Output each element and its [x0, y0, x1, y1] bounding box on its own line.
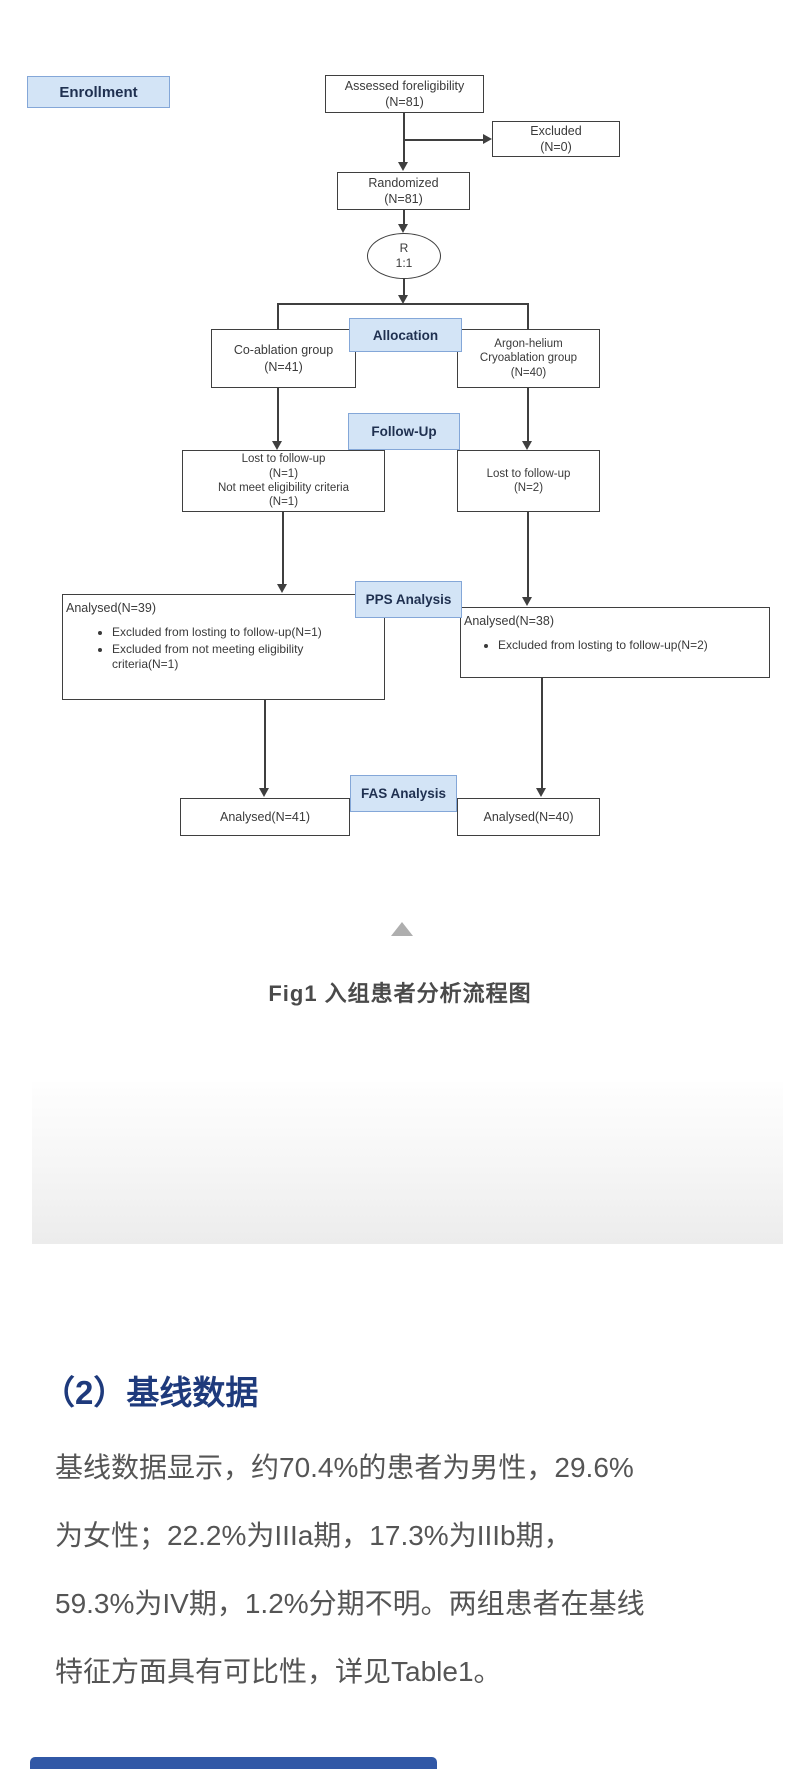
arrowhead-down-icon [277, 584, 287, 593]
node-lost-followup-right: Lost to follow-up (N=2) [457, 450, 600, 512]
stage-fas-analysis: FAS Analysis [350, 775, 457, 812]
paragraph-line: 特征方面具有可比性，详见Table1。 [55, 1656, 502, 1687]
node-fas-analysed-left: Analysed(N=41) [180, 798, 350, 836]
node-text-line: Analysed(N=40) [483, 809, 574, 824]
paragraph-line: 为女性；22.2%为IIIa期，17.3%为IIIb期， [55, 1520, 572, 1551]
arrowhead-down-icon [398, 162, 408, 171]
arrowhead-down-icon [398, 295, 408, 304]
node-text-line: (N=2) [513, 482, 544, 494]
connector-lost-to-pps-left [282, 512, 284, 586]
connector-pps-to-fas-right [541, 678, 543, 790]
node-argon-helium-group: Argon-helium Cryoablation group (N=40) [457, 329, 600, 388]
node-text-line: (N=0) [540, 140, 572, 154]
analysed-title: Analysed(N=39) [66, 601, 156, 615]
arrowhead-down-icon [522, 597, 532, 606]
exclusion-bullet: Excluded from losting to follow-up(N=1) [112, 625, 342, 641]
node-co-ablation-group: Co-ablation group (N=41) [211, 329, 356, 388]
node-fas-analysed-right: Analysed(N=40) [457, 798, 600, 836]
node-text-line: Analysed(N=41) [220, 809, 310, 824]
node-text-line: (N=81) [384, 192, 423, 206]
next-section-header-edge [30, 1757, 437, 1769]
stage-follow-up: Follow-Up [348, 413, 460, 450]
arrowhead-down-icon [536, 788, 546, 797]
branch-line [277, 303, 529, 305]
figure-caption: Fig1 入组患者分析流程图 [268, 981, 532, 1006]
connector-ratio-to-branch [403, 279, 405, 297]
node-text-line: Co-ablation group [233, 343, 334, 358]
node-text-line: Argon-helium [494, 337, 563, 350]
exclusion-bullet: Excluded from losting to follow-up(N=2) [498, 638, 708, 654]
stage-enrollment: Enrollment [27, 76, 170, 108]
analysed-title: Analysed(N=38) [464, 614, 554, 628]
arrowhead-down-icon [272, 441, 282, 450]
paragraph-line: 59.3%为IV期，1.2%分期不明。两组患者在基线 [55, 1588, 645, 1619]
node-text-line: (N=1) [268, 467, 299, 480]
connector-lost-to-pps-right [527, 512, 529, 599]
arrowhead-down-icon [259, 788, 269, 797]
node-randomized: Randomized (N=81) [337, 172, 470, 210]
node-text-line: Cryoablation group [479, 352, 578, 365]
connector-group-to-lost-left [277, 388, 279, 442]
branch-drop-left [277, 303, 279, 330]
arrowhead-right-icon [483, 134, 492, 144]
collapsed-section-placeholder [32, 1082, 783, 1244]
connector-pps-to-fas-left [264, 700, 266, 790]
node-assessed-eligibility: Assessed foreligibility (N=81) [325, 75, 484, 113]
connector-group-to-lost-right [527, 388, 529, 442]
node-excluded: Excluded (N=0) [492, 121, 620, 157]
node-text-line: (N=81) [385, 95, 424, 109]
body-paragraph: 基线数据显示，约70.4%的患者为男性，29.6% 为女性；22.2%为IIIa… [55, 1434, 645, 1706]
node-text-line: R [399, 241, 409, 255]
section-heading: （2）基线数据 [42, 1374, 259, 1411]
exclusion-bullet: Excluded from not meeting eligibility cr… [112, 642, 342, 673]
connector-to-excluded [404, 139, 484, 141]
node-text-line: Lost to follow-up [241, 453, 326, 466]
node-lost-followup-left: Lost to follow-up (N=1) Not meet eligibi… [182, 450, 385, 512]
node-text-line: Lost to follow-up [486, 467, 571, 480]
node-pps-analysed-left: Analysed(N=39) Excluded from losting to … [62, 594, 385, 700]
exclusion-list: Excluded from losting to follow-up(N=2) [464, 638, 708, 655]
connector-assessed-to-randomized [403, 113, 405, 163]
node-text-line: Assessed foreligibility [344, 78, 465, 93]
node-text-line: (N=40) [510, 366, 547, 379]
node-randomization-ratio: R 1:1 [367, 233, 441, 279]
paragraph-line: 基线数据显示，约70.4%的患者为男性，29.6% [55, 1452, 634, 1483]
node-text-line: Randomized [368, 175, 439, 190]
node-text-line: Excluded [530, 123, 582, 138]
collapse-arrow-icon[interactable] [391, 922, 413, 936]
branch-drop-right [527, 303, 529, 330]
stage-pps-analysis: PPS Analysis [355, 581, 462, 618]
stage-allocation: Allocation [349, 318, 462, 352]
node-text-line: Not meet eligibility criteria [217, 482, 349, 494]
arrowhead-down-icon [522, 441, 532, 450]
exclusion-list: Excluded from losting to follow-up(N=1) … [66, 625, 342, 674]
node-text-line: (N=1) [268, 496, 299, 509]
connector-randomized-to-ratio [403, 210, 405, 226]
node-pps-analysed-right: Analysed(N=38) Excluded from losting to … [460, 607, 770, 678]
node-text-line: 1:1 [395, 256, 413, 270]
arrowhead-down-icon [398, 224, 408, 233]
node-text-line: (N=41) [264, 359, 303, 374]
